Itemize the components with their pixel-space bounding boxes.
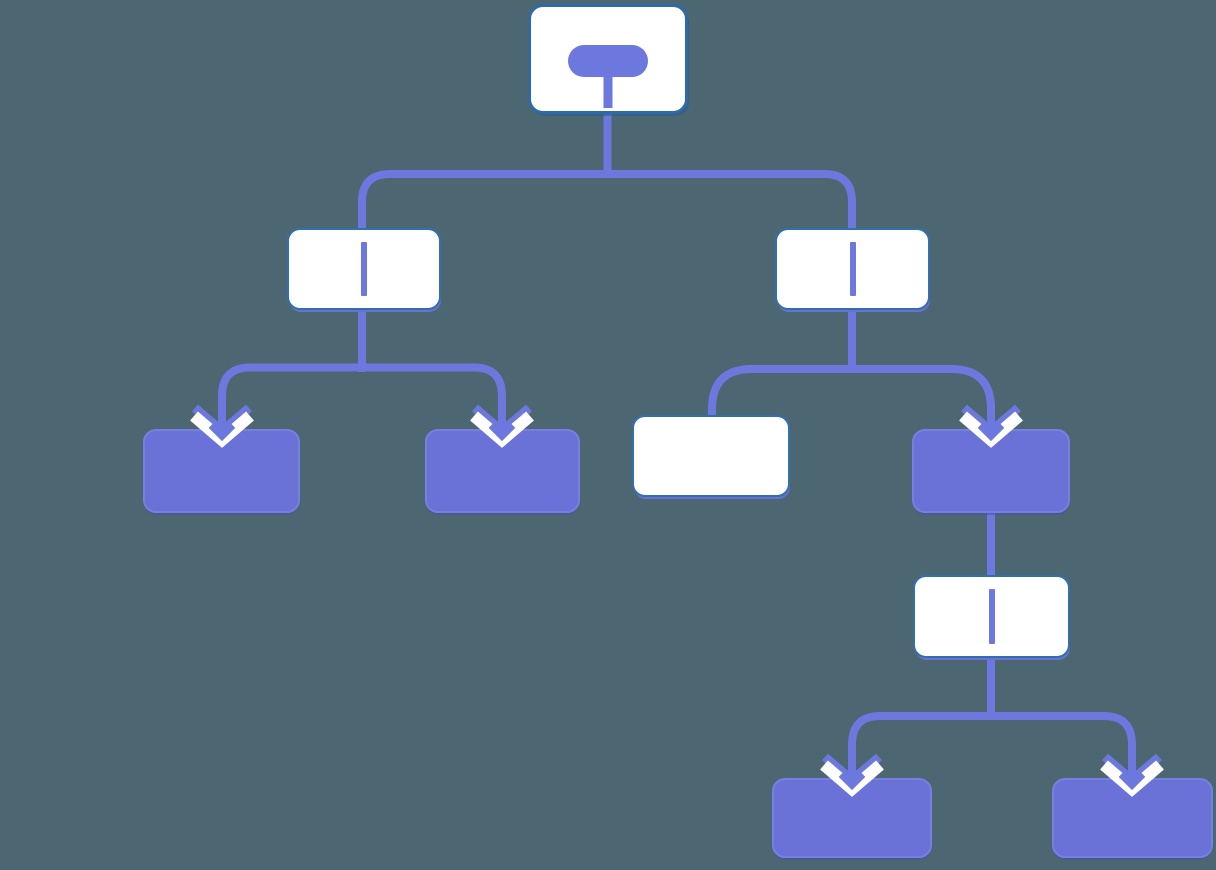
chevron-down-icon: [190, 403, 254, 453]
chevron-down-icon: [470, 403, 534, 453]
vertical-line-icon: [361, 242, 367, 296]
edge-root-bracket: [358, 170, 856, 229]
branch-node-left[interactable]: [287, 228, 441, 310]
branch-node-e[interactable]: [913, 575, 1070, 658]
chevron-down-icon: [820, 752, 884, 802]
vertical-line-icon: [988, 589, 995, 644]
branch-node-right[interactable]: [775, 228, 930, 310]
chevron-down-icon: [959, 403, 1023, 453]
pill-stem-icon: [603, 75, 613, 108]
plain-node-c[interactable]: [632, 415, 790, 497]
root-node-card[interactable]: [528, 4, 688, 114]
edge-branch-e-bracket: [848, 712, 1136, 760]
edge-branch-right-bracket: [708, 365, 995, 416]
vertical-line-icon: [849, 242, 856, 296]
pill-node-icon: [568, 45, 648, 77]
chevron-down-icon: [1100, 752, 1164, 802]
edge-branch-left-bracket: [218, 363, 506, 412]
